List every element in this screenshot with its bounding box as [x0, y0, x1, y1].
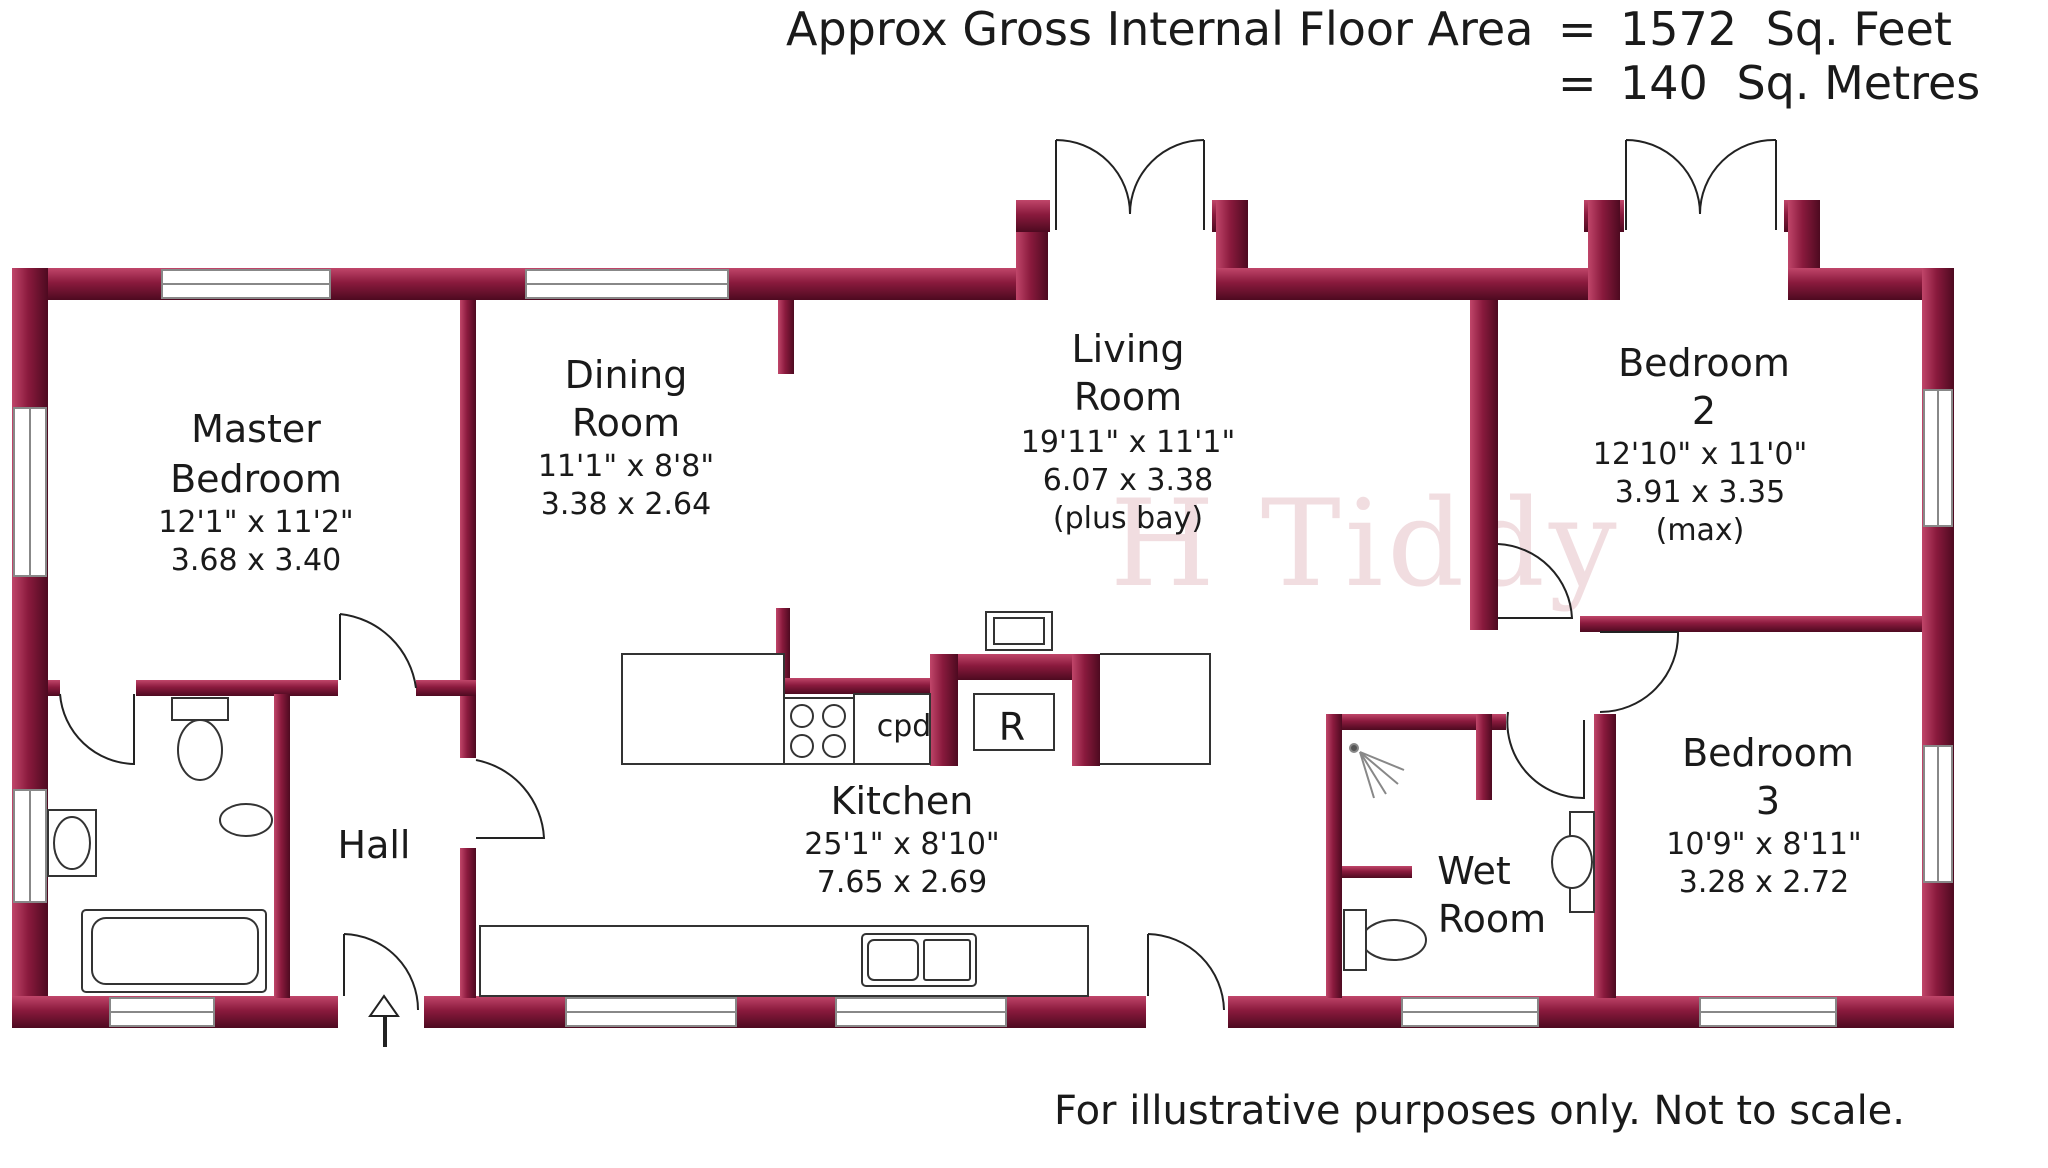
watermark: H Tiddy — [1110, 475, 1621, 614]
room-note: (plus bay) — [1053, 501, 1203, 536]
external-walls — [12, 200, 1954, 1028]
room-hall: Hall — [338, 823, 411, 867]
cupboard-label: cpd — [877, 709, 932, 744]
shower-icon — [1349, 743, 1405, 799]
room-dimensions-metric: 7.65 x 2.69 — [817, 865, 987, 900]
room-name: Kitchen — [831, 779, 974, 823]
room-name: Room — [1438, 897, 1546, 941]
room-dining-room: Dining Room 11'1" x 8'8" 3.38 x 2.64 — [538, 353, 714, 522]
area-sqft: 1572 Sq. Feet — [1620, 6, 1952, 52]
windows — [13, 269, 1953, 1027]
room-dimensions-imperial: 12'1" x 11'2" — [158, 505, 353, 540]
area-sqm-unit: Sq. Metres — [1736, 56, 1981, 110]
area-sqm-value: 140 — [1620, 56, 1708, 110]
disclaimer: For illustrative purposes only. Not to s… — [1053, 1088, 1905, 1134]
entrance-arrow-icon — [368, 994, 400, 1047]
room-wet-room: Wet Room — [1437, 849, 1546, 941]
room-bedroom-2: Bedroom 2 12'10" x 11'0" 3.91 x 3.35 (ma… — [1593, 341, 1808, 548]
room-name: Wet — [1437, 849, 1511, 893]
room-living-room: Living Room 19'11" x 11'1" 6.07 x 3.38 (… — [1021, 327, 1236, 536]
area-sqm: 140 Sq. Metres — [1620, 60, 1980, 106]
internal-walls — [48, 300, 1922, 998]
room-name: Dining — [565, 353, 688, 397]
room-name: Hall — [338, 823, 411, 867]
equals-sign-2: = — [1558, 56, 1597, 110]
room-name: Master — [191, 407, 321, 451]
room-note: (max) — [1656, 513, 1745, 548]
room-dimensions-imperial: 25'1" x 8'10" — [804, 827, 999, 862]
room-dimensions-metric: 3.28 x 2.72 — [1679, 865, 1849, 900]
doors — [59, 138, 1777, 1011]
room-bedroom-3: Bedroom 3 10'9" x 8'11" 3.28 x 2.72 — [1666, 731, 1861, 900]
room-dimensions-metric: 3.91 x 3.35 — [1615, 475, 1785, 510]
floor-area-label: Approx Gross Internal Floor Area — [786, 2, 1534, 56]
room-name: Room — [572, 401, 680, 445]
room-dimensions-imperial: 10'9" x 8'11" — [1666, 827, 1861, 862]
room-name: Bedroom — [1682, 731, 1854, 775]
room-dimensions-imperial: 11'1" x 8'8" — [538, 449, 714, 484]
fridge-label: R — [999, 705, 1025, 749]
room-dimensions-imperial: 19'11" x 11'1" — [1021, 425, 1236, 460]
room-name: Bedroom — [1618, 341, 1790, 385]
floor-area-header: Approx Gross Internal Floor Area — [786, 6, 1533, 52]
fixtures — [47, 611, 1595, 997]
room-dimensions-metric: 6.07 x 3.38 — [1043, 463, 1213, 498]
room-master-bedroom: Master Bedroom 12'1" x 11'2" 3.68 x 3.40 — [158, 407, 353, 578]
room-name: 3 — [1756, 779, 1780, 823]
room-name: Living — [1072, 327, 1185, 371]
equals-sign-1: = — [1558, 2, 1597, 56]
room-dimensions-imperial: 12'10" x 11'0" — [1593, 437, 1808, 472]
room-name: 2 — [1692, 389, 1716, 433]
room-name: Bedroom — [170, 457, 342, 501]
room-kitchen: Kitchen 25'1" x 8'10" 7.65 x 2.69 cpd R — [804, 705, 1025, 900]
area-sqft-unit: Sq. Feet — [1765, 2, 1952, 56]
area-sqft-value: 1572 — [1620, 2, 1738, 56]
room-name: Room — [1074, 375, 1182, 419]
room-dimensions-metric: 3.38 x 2.64 — [541, 487, 711, 522]
room-dimensions-metric: 3.68 x 3.40 — [171, 543, 341, 578]
